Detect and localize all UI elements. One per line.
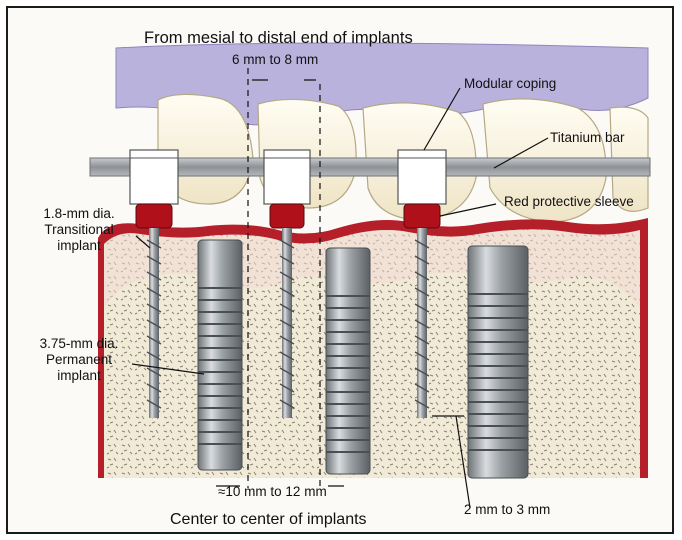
label-titanium-bar: Titanium bar	[550, 130, 625, 146]
label-transitional-implant: 1.8-mm dia. Transitional implant	[24, 206, 134, 254]
label-bone-gap: 2 mm to 3 mm	[464, 502, 550, 518]
diagram-frame: From mesial to distal end of implants 6 …	[6, 6, 674, 534]
label-center-caption: Center to center of implants	[170, 512, 367, 528]
label-permanent-implant: 3.75-mm dia. Permanent implant	[24, 336, 134, 384]
permanent-implant-1	[198, 240, 242, 470]
implant-illustration	[8, 8, 674, 534]
permanent-implant-2	[326, 248, 370, 474]
diagram-title: From mesial to distal end of implants	[144, 30, 413, 46]
label-center-spacing: ≈10 mm to 12 mm	[218, 484, 327, 500]
label-mesial-distal-spacing: 6 mm to 8 mm	[232, 52, 318, 68]
permanent-implant-3	[468, 246, 528, 478]
label-red-protective-sleeve: Red protective sleeve	[504, 194, 634, 210]
label-modular-coping: Modular coping	[464, 76, 556, 92]
